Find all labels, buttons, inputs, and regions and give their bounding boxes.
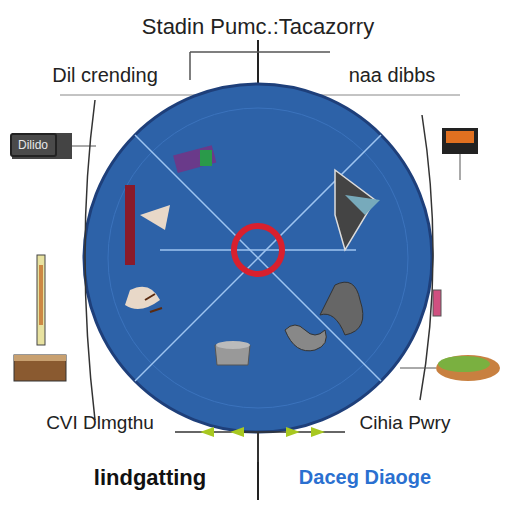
label: CVI Dlmgthu (46, 412, 154, 434)
box-label: Dilido (18, 138, 49, 152)
label: Daceg Diaoge (297, 466, 433, 489)
label: Cihia Pwry (360, 412, 451, 434)
title: Stadin Pumc.:Tacazorry (142, 14, 374, 40)
label: naa dibbs (349, 64, 436, 87)
caption: lindgatting (94, 465, 206, 491)
label-box: Dilido (10, 133, 57, 157)
label: Dil crending (52, 64, 158, 87)
